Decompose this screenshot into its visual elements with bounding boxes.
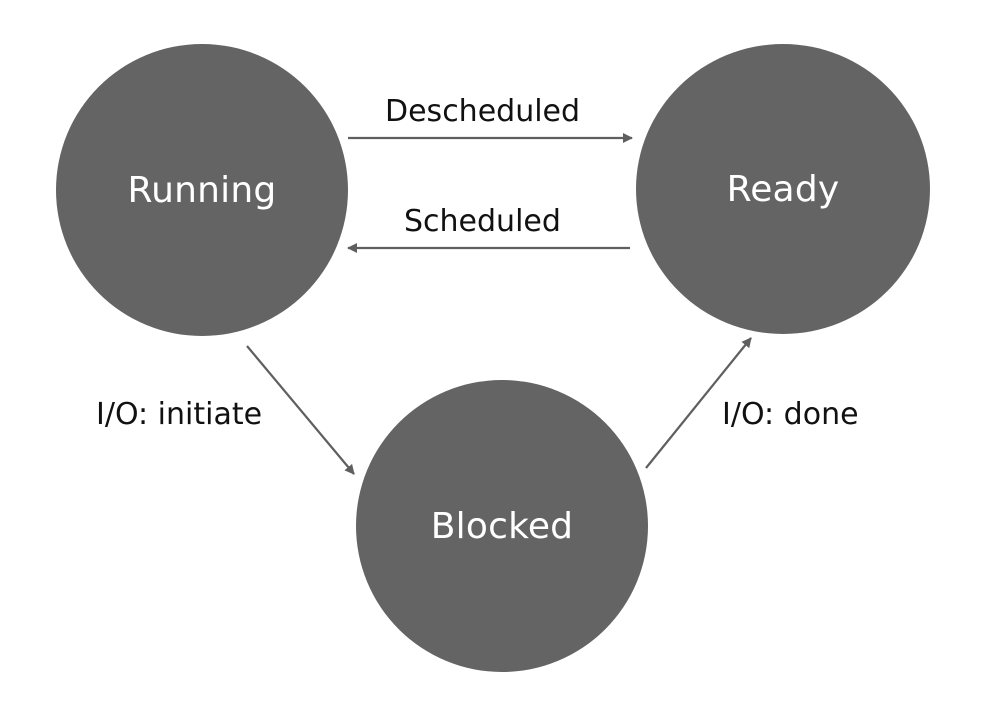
transition-label-io-done: I/O: done [722,397,859,432]
state-blocked-label: Blocked [430,505,574,547]
transition-label-descheduled: Descheduled [385,94,581,129]
transition-label-scheduled: Scheduled [404,204,561,239]
state-ready: Ready [636,44,930,334]
transition-label-io-initiate: I/O: initiate [96,397,263,432]
state-running: Running [56,44,348,336]
state-blocked: Blocked [356,380,648,672]
state-ready-label: Ready [726,168,840,210]
arrow-io-done [645,337,752,469]
arrow-io-initiate [246,345,355,475]
state-running-label: Running [127,169,277,211]
